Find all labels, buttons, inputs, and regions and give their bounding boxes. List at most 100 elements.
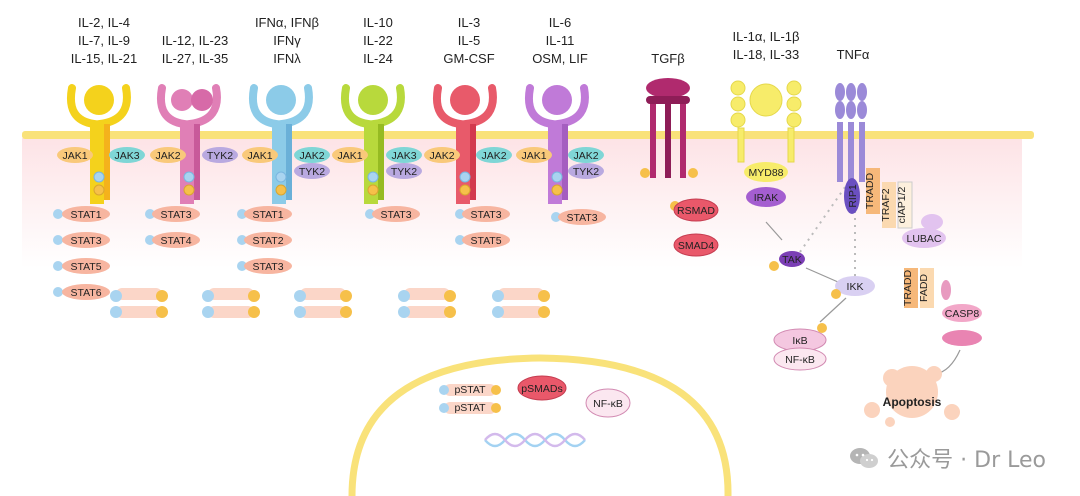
- group4-jak1: JAK1: [337, 150, 362, 162]
- group4-ligand-line3: IL-24: [363, 51, 393, 66]
- group4-tyk2: TYK2: [391, 166, 417, 178]
- group6-ligand-line2: IL-11: [546, 33, 575, 48]
- green-receptor-icon: [341, 84, 405, 204]
- group3-stat2: STAT2: [252, 235, 283, 247]
- stat-dimer-icon: [398, 288, 456, 318]
- jak-pill: [109, 147, 145, 163]
- receptor-group-5: IL-3 IL-5 GM-CSF JAK2 JAK2 STAT3 STAT5: [424, 15, 550, 318]
- stat-dimer-icon: [492, 288, 550, 318]
- il1-ligand-line1: IL-1α, IL-1β: [732, 29, 799, 44]
- blue-receptor-icon: [249, 84, 313, 204]
- group3-ligand-line1: IFNα, IFNβ: [255, 15, 319, 30]
- nucleus-nfkb-label: NF-κB: [593, 398, 623, 410]
- smad4-label: SMAD4: [678, 240, 714, 252]
- tnf-pathway: TNFα RIP1 TRADD TRAF2 cIAP1/2 LUBAC TRAD…: [835, 47, 982, 427]
- group6-tyk2: TYK2: [573, 166, 599, 178]
- group5-stat2: STAT5: [470, 235, 501, 247]
- il1-pathway: IL-1α, IL-1β IL-18, IL-33 MYD88 IRAK TAK…: [730, 29, 875, 323]
- group2-ligand-line2: IL-27, IL-35: [162, 51, 229, 66]
- group6-ligand-line3: OSM, LIF: [532, 51, 588, 66]
- group1-stat1: STAT1: [70, 209, 101, 221]
- jak-pill: [57, 147, 93, 163]
- group2-stat2: STAT4: [160, 235, 191, 247]
- lubac-label: LUBAC: [906, 233, 941, 245]
- receptor-group-1: IL-2, IL-4 IL-7, IL-9 IL-15, IL-21 JAK1 …: [53, 15, 168, 318]
- group4-stat1: STAT3: [380, 209, 411, 221]
- il1-receptor-icon: [730, 80, 802, 163]
- stat-dimer-icon: [110, 288, 168, 318]
- ikk-label: IKK: [847, 281, 864, 293]
- traf2-label: TRAF2: [880, 188, 892, 221]
- tnf-title: TNFα: [837, 47, 870, 62]
- pstat-bottom-label: pSTAT: [454, 402, 486, 414]
- watermark: 公众号 · Dr Leo: [849, 442, 1046, 474]
- group2-stat1: STAT3: [160, 209, 191, 221]
- receptor-group-2: IL-12, IL-23 IL-27, IL-35 JAK2 TYK2 STAT…: [145, 33, 260, 318]
- group1-ligand-line2: IL-7, IL-9: [78, 33, 130, 48]
- fadd-label: FADD: [918, 274, 930, 302]
- group1-jak3: JAK3: [114, 150, 139, 162]
- receptor-group-4: IL-10 IL-22 IL-24 JAK1 JAK3 TYK2 STAT3: [332, 15, 456, 318]
- group5-stat1: STAT3: [470, 209, 501, 221]
- group2-jak2: JAK2: [155, 150, 180, 162]
- stat-dimer-icon: [294, 288, 352, 318]
- purple-receptor-icon: [525, 84, 589, 204]
- group1-jak1: JAK1: [62, 150, 87, 162]
- nucleus-contents: pSTAT pSTAT pSMADs NF-κB: [439, 375, 631, 418]
- group6-stat1: STAT3: [566, 212, 597, 224]
- group3-stat3: STAT3: [252, 261, 283, 273]
- group6-jak1: JAK1: [521, 150, 546, 162]
- tgfb-title: TGFβ: [651, 51, 684, 66]
- tnf-receptor-icon: [835, 83, 867, 182]
- group5-jak2a: JAK2: [429, 150, 454, 162]
- group5-jak2b: JAK2: [481, 150, 506, 162]
- wechat-icon: [850, 448, 879, 468]
- nuclear-envelope: [348, 354, 732, 496]
- ciap-label: cIAP1/2: [896, 186, 908, 223]
- group1-stat3: STAT5: [70, 261, 101, 273]
- psmads-label: pSMADs: [521, 383, 562, 395]
- receptor-group-6: IL-6 IL-11 OSM, LIF JAK1 JAK2 TYK2 STAT3: [516, 15, 606, 225]
- stat-dimer-icon: [202, 288, 260, 318]
- group1-stat2: STAT3: [70, 235, 101, 247]
- group1-ligand-line3: IL-15, IL-21: [71, 51, 138, 66]
- group2-tyk2: TYK2: [207, 150, 233, 162]
- group4-ligand-line2: IL-22: [363, 33, 393, 48]
- group4-jak3: JAK3: [391, 150, 416, 162]
- casp8-label: CASP8: [945, 308, 980, 320]
- group1-stat4: STAT6: [70, 287, 101, 299]
- tradd-label: TRADD: [864, 173, 876, 210]
- tak-label: TAK: [782, 254, 802, 266]
- apoptosis-label: Apoptosis: [883, 395, 942, 409]
- il1-ligand-line2: IL-18, IL-33: [733, 47, 800, 62]
- dna-icon: [484, 432, 586, 448]
- receptor-group-3: IFNα, IFNβ IFNγ IFNλ JAK1 JAK2 TYK2 STAT…: [237, 15, 352, 318]
- group5-ligand-line2: IL-5: [458, 33, 480, 48]
- watermark-text: 公众号 · Dr Leo: [887, 448, 1046, 473]
- apoptosis-cell-icon: [864, 366, 960, 427]
- pstat-top-label: pSTAT: [454, 384, 486, 396]
- group3-tyk2: TYK2: [299, 166, 325, 178]
- group1-ligand-line1: IL-2, IL-4: [78, 15, 130, 30]
- tradd2-label: TRADD: [902, 270, 914, 307]
- group3-ligand-line2: IFNγ: [273, 33, 301, 48]
- nfkb-label: NF-κB: [785, 354, 815, 366]
- rsmad-label: RSMAD: [677, 205, 715, 217]
- group6-ligand-line1: IL-6: [549, 15, 571, 30]
- group3-stat1: STAT1: [252, 209, 283, 221]
- ikb-nfkb-complex: IκB NF-κB: [773, 323, 827, 371]
- red-receptor-icon: [433, 84, 497, 204]
- group3-jak1: JAK1: [247, 150, 272, 162]
- rip1-label: RIP1: [847, 184, 859, 208]
- tgfb-receptor-icon: [646, 78, 690, 178]
- pink-receptor-icon: [157, 84, 221, 204]
- myd88-label: MYD88: [748, 167, 783, 179]
- group5-ligand-line1: IL-3: [458, 15, 480, 30]
- group2-ligand-line1: IL-12, IL-23: [162, 33, 229, 48]
- group3-jak2: JAK2: [299, 150, 324, 162]
- yellow-receptor-icon: [67, 84, 131, 204]
- group5-ligand-line3: GM-CSF: [443, 51, 494, 66]
- cell-membrane: [22, 131, 1034, 139]
- ikb-label: IκB: [792, 335, 807, 347]
